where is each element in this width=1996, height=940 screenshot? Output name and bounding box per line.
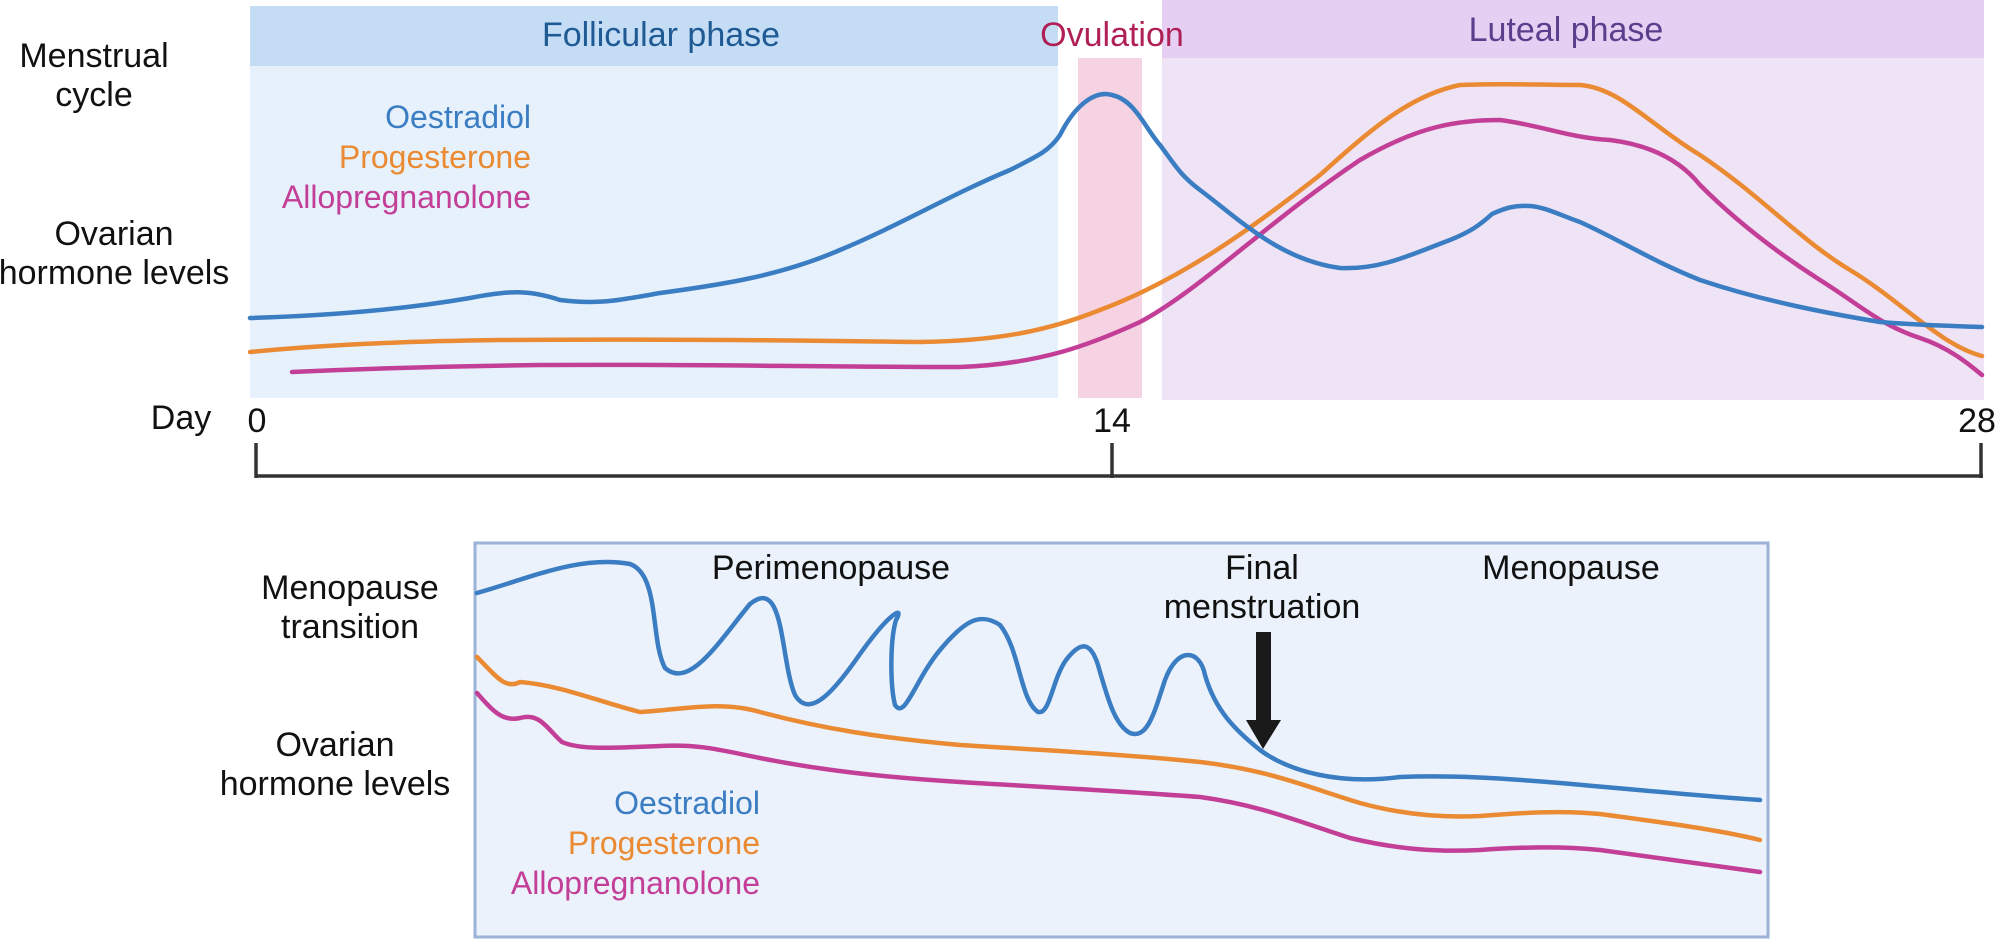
cycle-allopregnanolone-curve [289, 117, 1985, 378]
cycle-legend-oestradiol: Oestradiol [385, 99, 531, 135]
transition-legend-oestradiol: Oestradiol [614, 785, 760, 821]
day-tick-label-14: 14 [1093, 402, 1131, 440]
menopause-transition-box [475, 543, 1768, 937]
day-tick-label-0: 0 [248, 402, 267, 440]
final-menstruation-arrow-shaft [1256, 632, 1271, 722]
transition-progesterone-curve [474, 654, 1763, 843]
transition-allopregnanolone-curve [474, 690, 1763, 875]
final-menstruation-arrow-head [1246, 720, 1281, 749]
transition-hormone-levels-label-line1: Ovarian [275, 726, 394, 764]
transition-hormone-levels-label-line2: hormone levels [220, 765, 451, 803]
cycle-oestradiol-curve [247, 91, 1985, 330]
menopause-label: Menopause [1482, 549, 1660, 587]
luteal-phase-header [1162, 0, 1984, 58]
perimenopause-label: Perimenopause [712, 549, 950, 587]
transition-legend-progesterone: Progesterone [568, 825, 760, 861]
transition-legend-allopregnanolone: Allopregnanolone [511, 865, 760, 901]
follicular-phase-header [250, 6, 1058, 66]
luteal-phase-label: Luteal phase [1469, 11, 1664, 49]
day-tick-label-28: 28 [1958, 402, 1996, 440]
day-axis-label: Day [151, 399, 211, 437]
menstrual-cycle-panel: Follicular phase Ovulation Luteal phase … [0, 0, 1996, 478]
menopause-transition-label-line2: transition [281, 608, 419, 646]
cycle-hormone-levels-label-line1: Ovarian [54, 215, 173, 253]
luteal-phase-region [1162, 0, 1984, 400]
ovulation-label: Ovulation [1040, 16, 1184, 54]
cycle-legend-progesterone: Progesterone [339, 139, 531, 175]
menstrual-cycle-label-line1: Menstrual [19, 37, 168, 75]
cycle-hormone-levels-label-line2: hormone levels [0, 254, 229, 292]
cycle-progesterone-curve [247, 81, 1985, 359]
menopause-transition-label-line1: Menopause [261, 569, 439, 607]
follicular-phase-region [250, 6, 1058, 398]
menopause-transition-panel: Menopause transition Ovarian hormone lev… [220, 541, 1770, 939]
transition-oestradiol-curve [474, 559, 1763, 803]
cycle-legend-allopregnanolone: Allopregnanolone [282, 179, 531, 215]
menopause-transition-border [473, 541, 1770, 939]
menstrual-cycle-label-line2: cycle [55, 76, 132, 114]
follicular-phase-label: Follicular phase [542, 16, 780, 54]
final-menstruation-label-line2: menstruation [1164, 588, 1361, 626]
final-menstruation-label-line1: Final [1225, 549, 1299, 587]
